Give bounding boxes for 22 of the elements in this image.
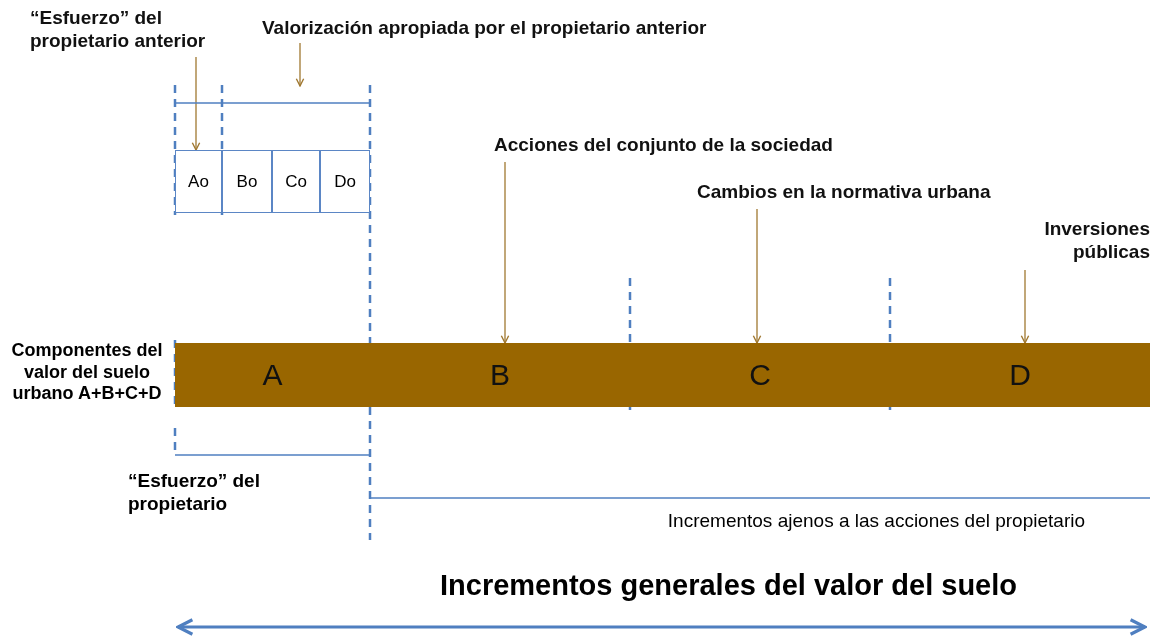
arrow: [295, 42, 305, 87]
callout-text: Valorización apropiada por el propietario anterior: [262, 16, 802, 40]
component-box: Co: [272, 150, 320, 213]
component-box: Do: [320, 150, 370, 213]
value-segment: B: [370, 343, 630, 407]
annotation-text: “Esfuerzo” del propietario: [128, 470, 261, 516]
callout-text: Cambios en la normativa urbana: [697, 180, 1102, 206]
axis-title: Incrementos generales del valor del suelo: [440, 568, 1018, 603]
value-segment: D: [890, 343, 1150, 407]
annotation-text: Componentes del valor del suelo urbano A+B+C+D: [10, 340, 164, 405]
callout-text: “Esfuerzo” del propietario anterior: [30, 6, 245, 54]
value-segment: C: [630, 343, 890, 407]
arrow: [500, 161, 510, 344]
annotation-text: Incrementos ajenos a las acciones del propietario: [666, 510, 1085, 533]
callout-text: Acciones del conjunto de la sociedad: [494, 133, 964, 159]
value-segment: A: [175, 343, 370, 407]
callout-text: Inversiones públicas: [985, 217, 1150, 267]
arrow: [191, 56, 201, 151]
component-box: Ao: [175, 150, 222, 213]
arrow: [1020, 269, 1030, 344]
component-box: Bo: [222, 150, 272, 213]
arrow: [752, 208, 762, 344]
